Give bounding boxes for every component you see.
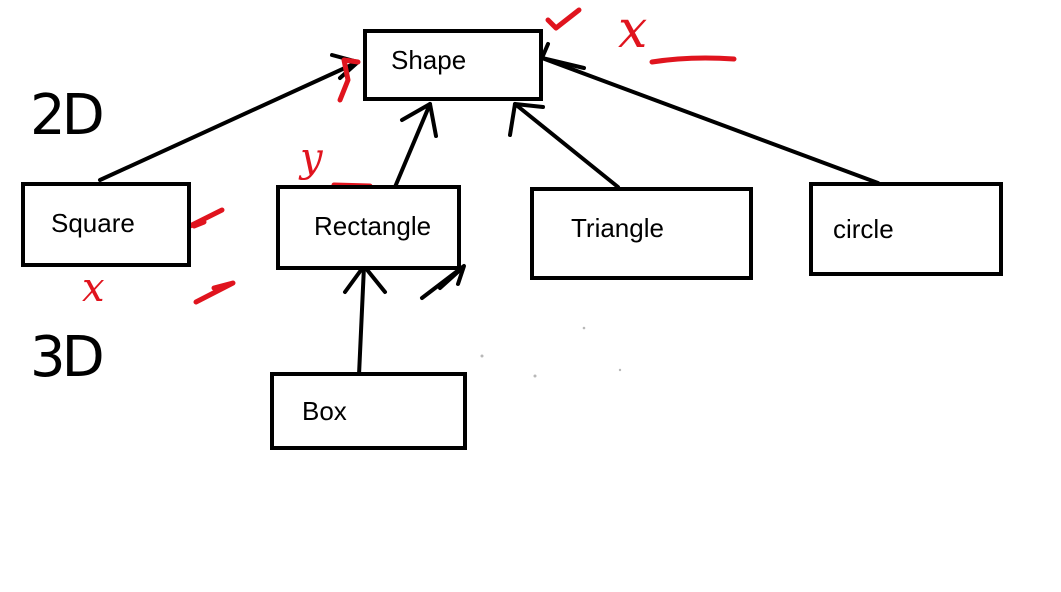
node-triangle-label: Triangle xyxy=(571,213,664,243)
arrow-triangle-to-shape xyxy=(508,102,620,189)
node-triangle: Triangle xyxy=(530,187,753,280)
stray-speckles xyxy=(480,326,622,378)
red-y-mark-rectangle: y xyxy=(300,135,323,181)
node-square-label: Square xyxy=(51,208,135,238)
node-rectangle-label: Rectangle xyxy=(314,211,432,241)
node-rectangle: Rectangle xyxy=(276,185,461,270)
red-x-mark-square: x xyxy=(82,265,105,311)
handwritten-3d-label: 3D xyxy=(30,325,105,390)
node-box: Box xyxy=(270,372,467,450)
inheritance-arrows xyxy=(98,42,880,377)
underline-x-shape xyxy=(649,55,737,65)
node-square: Square xyxy=(21,182,191,267)
node-circle: circle xyxy=(809,182,1003,276)
node-shape-label: Shape xyxy=(391,45,467,75)
handwritten-2d-label: 2D xyxy=(30,83,105,148)
node-box-label: Box xyxy=(302,396,347,426)
node-shape: Shape xyxy=(363,29,543,101)
check-mark-shape xyxy=(545,7,582,31)
red-arrow-mark-square xyxy=(193,280,236,305)
arrow-circle-to-shape xyxy=(540,42,880,185)
red-x-mark-shape: x xyxy=(618,0,648,60)
red-arrowhead-shape-left xyxy=(337,57,361,103)
arrow-rectangle-to-shape xyxy=(393,102,438,189)
arrow-box-to-rectangle xyxy=(343,264,387,377)
stray-arrowhead-mark xyxy=(420,264,466,300)
node-circle-label: circle xyxy=(833,214,894,244)
